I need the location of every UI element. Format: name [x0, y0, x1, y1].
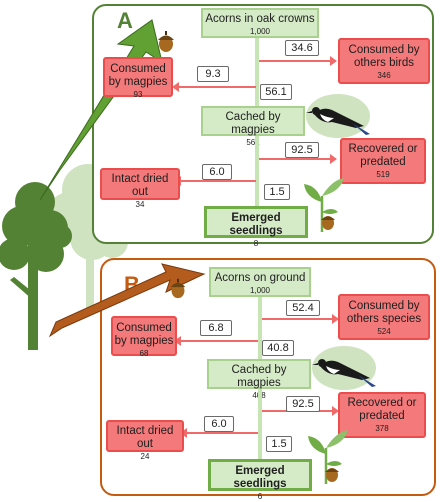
flow-line-to-dried [180, 180, 256, 182]
box-label: Consumed by magpies [114, 322, 174, 347]
recovered-or-predated-box: Recovered or predated 378 [338, 392, 426, 438]
box-value: 6 [257, 492, 263, 501]
oak-tree-illustration [0, 164, 129, 350]
rate-label: 92.5 [286, 396, 320, 412]
cached-by-magpies-box: Cached by magpies 408 [207, 359, 311, 400]
flow-bar-mid [255, 136, 259, 206]
flow-line-to-magpies [180, 340, 258, 342]
box-label: Emerged seedlings [229, 212, 283, 237]
box-label: Recovered or predated [347, 397, 417, 422]
box-value: 24 [140, 452, 150, 461]
consumed-by-magpies-box: Consumed by magpies 68 [111, 316, 177, 358]
arrow-right-icon [330, 56, 337, 66]
panel-a-letter: A [117, 8, 133, 33]
emerged-seedlings-box: Emerged seedlings 6 [208, 459, 312, 501]
consumed-by-magpies-box: Consumed by magpies 93 [103, 57, 173, 99]
box-label: Consumed by others birds [348, 44, 420, 69]
brown-arrow-icon [48, 263, 206, 338]
box-label: Emerged seedlings [233, 465, 287, 490]
cached-by-magpies-box: Cached by magpies 561 [201, 106, 305, 147]
box-label: Intact dried out [116, 425, 174, 450]
box-value: 524 [377, 327, 391, 336]
box-label: Consumed by others species [346, 300, 422, 325]
magpie-icon [306, 94, 370, 138]
flow-line-to-magpies [178, 86, 256, 88]
acorns-on-ground-box: Acorns on ground 1,000 [209, 267, 311, 297]
rate-label: 6.0 [204, 416, 234, 432]
box-label: Acorns in oak crowns [205, 13, 315, 25]
box-label: Cached by magpies [231, 364, 287, 389]
flow-bar-top [255, 38, 259, 106]
flow-bar-top [258, 297, 262, 359]
box-label: Cached by magpies [225, 111, 281, 136]
rate-label: 6.0 [202, 164, 232, 180]
recovered-or-predated-box: Recovered or predated 519 [340, 138, 426, 184]
arrow-left-icon [174, 336, 181, 346]
arrow-right-icon [332, 314, 339, 324]
box-value: 561 [246, 138, 260, 147]
box-value: 346 [377, 71, 391, 80]
seedling-icon [308, 430, 348, 484]
rate-label: 34.6 [285, 40, 319, 56]
rate-label: 6.8 [200, 320, 232, 336]
flow-line-to-dried [186, 432, 258, 434]
arrow-right-icon [332, 406, 339, 416]
rate-label: 1.5 [264, 184, 290, 200]
dark-tree-icon [0, 182, 72, 350]
box-value: 93 [133, 90, 143, 99]
arrow-left-icon [172, 82, 179, 92]
acorn-icon [170, 278, 186, 299]
arrow-right-icon [330, 154, 337, 164]
magpie-icon [312, 346, 376, 390]
rate-label: 52.4 [286, 300, 320, 316]
flow-bar-mid [258, 389, 262, 459]
box-value: 34 [135, 200, 145, 209]
seedling-icon [304, 178, 344, 232]
rate-label: 1.5 [266, 436, 292, 452]
box-label: Intact dried out [111, 173, 169, 198]
flow-line-to-recovered [259, 158, 330, 160]
box-value: 519 [376, 170, 390, 179]
box-value: 8 [253, 239, 259, 248]
flow-line-to-birds [259, 60, 330, 62]
emerged-seedlings-box: Emerged seedlings 8 [204, 206, 308, 248]
consumed-by-other-species-box: Consumed by others species 524 [338, 294, 430, 340]
box-value: 378 [375, 424, 389, 433]
rate-label: 9.3 [197, 66, 229, 82]
rate-label: 92.5 [285, 142, 319, 158]
box-label: Consumed by magpies [108, 63, 168, 88]
acorns-in-oak-crowns-box: Acorns in oak crowns 1,000 [201, 8, 319, 38]
box-label: Recovered or predated [348, 143, 418, 168]
rate-label: 56.1 [260, 84, 292, 100]
box-label: Acorns on ground [214, 272, 306, 284]
rate-label: 40.8 [262, 340, 294, 356]
flow-line-to-species [262, 318, 332, 320]
acorn-icon [158, 31, 174, 52]
box-value: 1,000 [249, 286, 271, 295]
consumed-by-other-birds-box: Consumed by others birds 346 [338, 38, 430, 84]
box-value: 1,000 [249, 27, 271, 36]
intact-dried-out-box: Intact dried out 24 [106, 420, 184, 461]
box-value: 68 [139, 349, 149, 358]
intact-dried-out-box: Intact dried out 34 [100, 168, 180, 209]
